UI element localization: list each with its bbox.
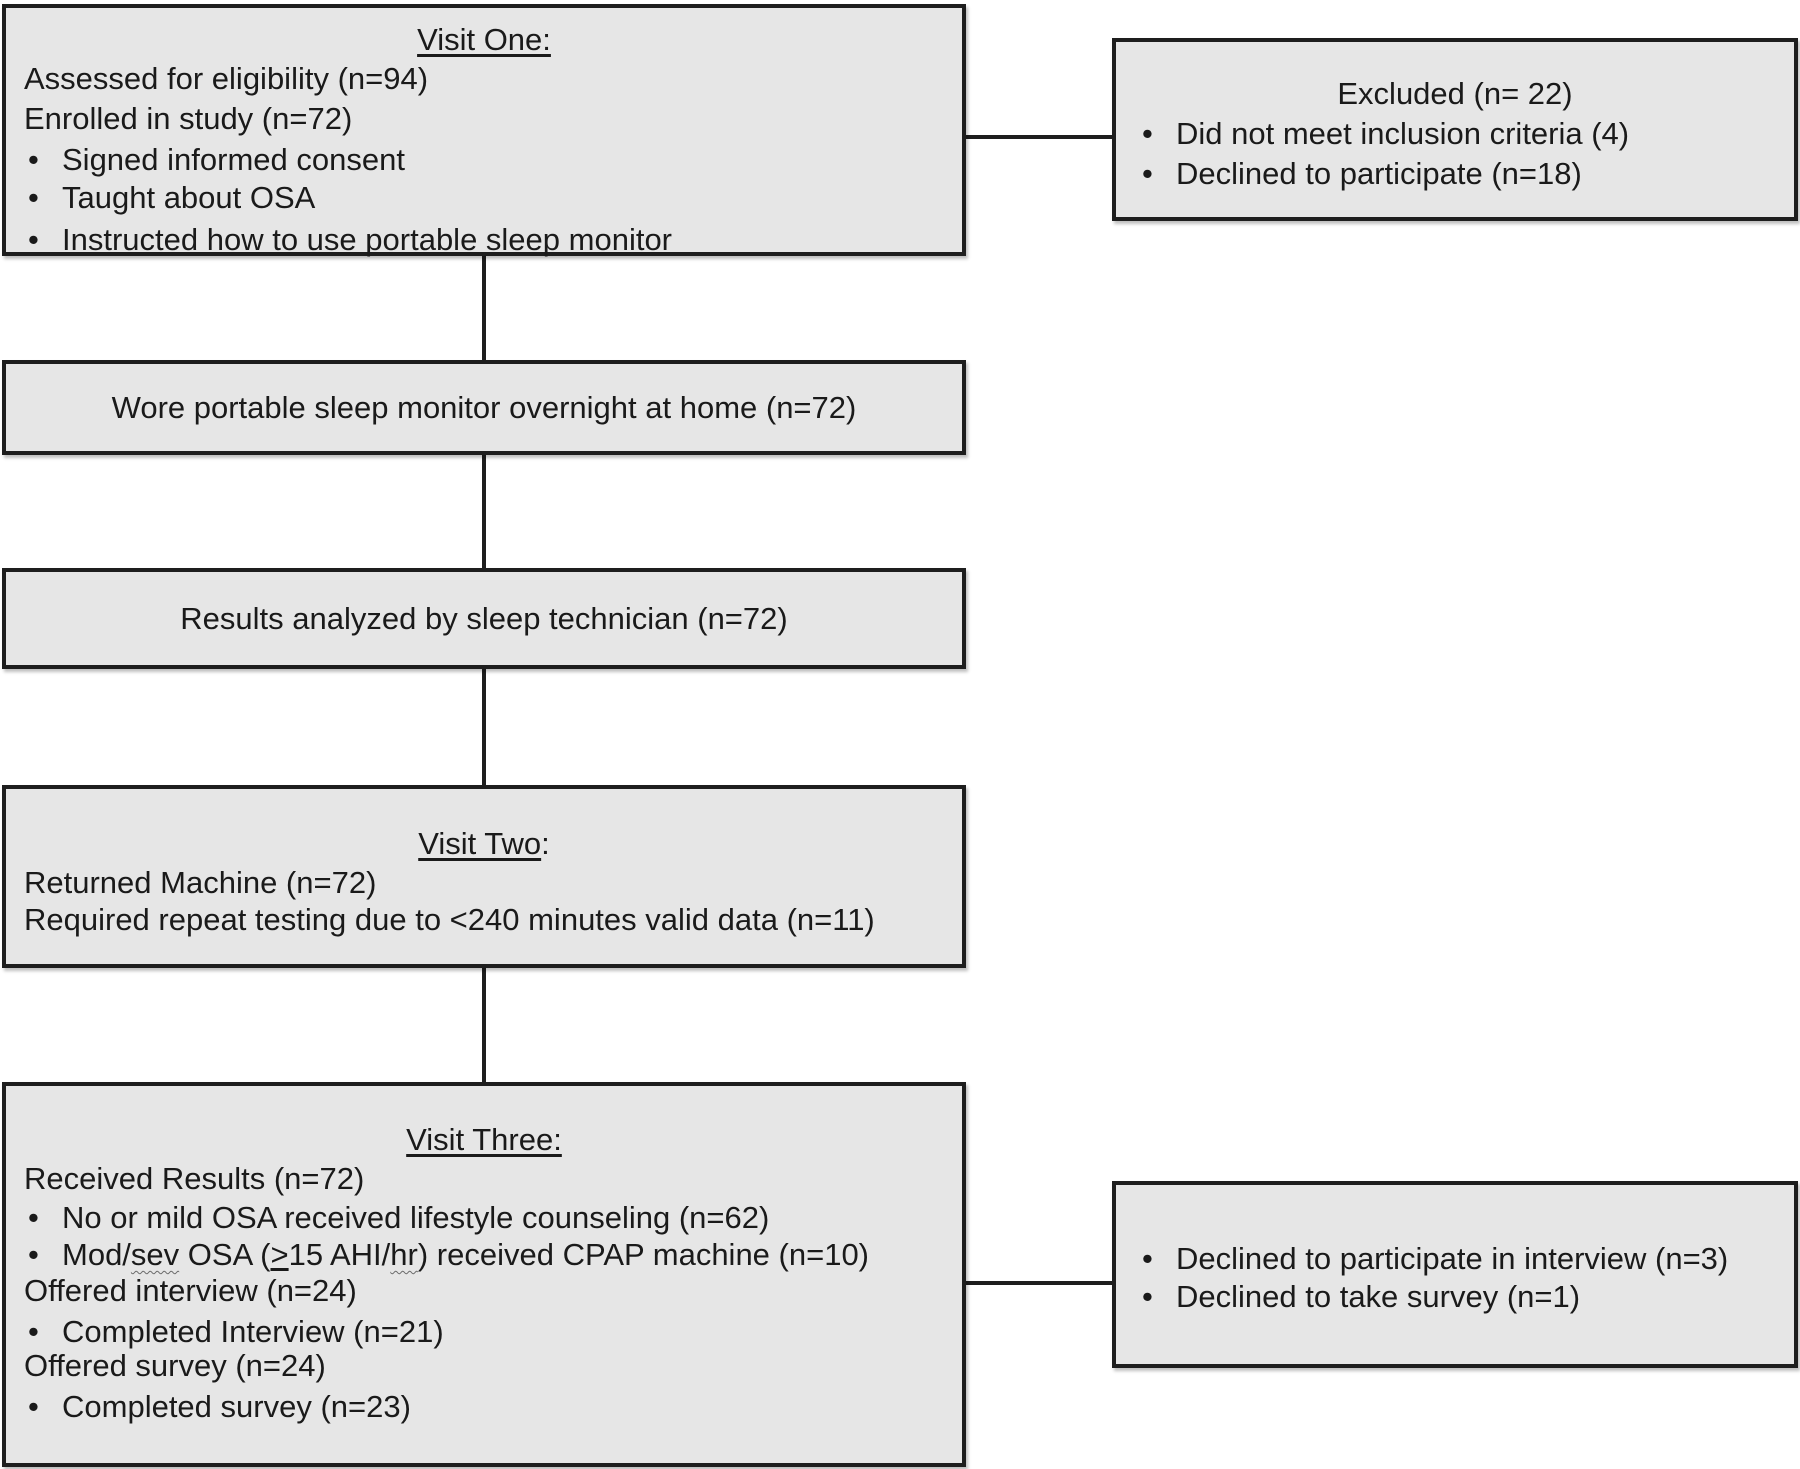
analysis-step-box: Results analyzed by sleep technician (n=…: [2, 568, 966, 669]
excluded-bullet: Did not meet inclusion criteria (4): [1138, 114, 1794, 153]
visit-two-heading-row: Visit Two:: [6, 824, 962, 863]
connector-monitor-to-analysis: [482, 453, 486, 570]
visit-one-assessed: Assessed for eligibility (n=94): [24, 61, 429, 96]
cpap-text-part: 15 AHI/: [288, 1237, 391, 1272]
visit-three-bullet-completed-survey: Completed survey (n=23): [24, 1387, 962, 1426]
visit-one-bullet: Taught about OSA: [24, 178, 962, 217]
visit-three-box: Visit Three: Received Results (n=72) No …: [2, 1082, 966, 1467]
visit-one-bullet: Signed informed consent: [24, 140, 962, 179]
visit-two-returned: Returned Machine (n=72): [24, 865, 377, 900]
excluded-heading: Excluded (n= 22): [1337, 76, 1573, 111]
declined-bullet: Declined to take survey (n=1): [1138, 1277, 1794, 1316]
visit-one-heading: Visit One:: [417, 22, 551, 57]
visit-two-repeat: Required repeat testing due to <240 minu…: [24, 902, 875, 937]
excluded-box: Excluded (n= 22) Did not meet inclusion …: [1112, 38, 1798, 221]
monitor-step-box: Wore portable sleep monitor overnight at…: [2, 360, 966, 455]
cpap-text-part: sev: [130, 1237, 180, 1272]
connector-visit-three-to-declined: [962, 1281, 1112, 1285]
visit-three-interview-bullets: Completed Interview (n=21): [24, 1312, 962, 1351]
excluded-bullets: Did not meet inclusion criteria (4) Decl…: [1138, 114, 1794, 193]
visit-one-box: Visit One: Assessed for eligibility (n=9…: [2, 4, 966, 259]
visit-two-heading: Visit Two: [418, 826, 542, 861]
declined-bullets: Declined to participate in interview (n=…: [1138, 1239, 1794, 1316]
connector-analysis-to-visit-two: [482, 667, 486, 787]
visit-three-results-bullets: No or mild OSA received lifestyle counse…: [24, 1198, 962, 1274]
visit-three-survey-bullets: Completed survey (n=23): [24, 1387, 962, 1426]
cpap-text-part: hr: [390, 1237, 418, 1272]
visit-one-bullet: Instructed how to use portable sleep mon…: [24, 220, 962, 259]
cpap-text-part: ) received CPAP machine (n=10): [417, 1237, 870, 1272]
visit-three-offered-interview: Offered interview (n=24): [24, 1273, 357, 1308]
connector-visit-one-to-excluded: [962, 135, 1112, 139]
monitor-step-text: Wore portable sleep monitor overnight at…: [111, 390, 857, 425]
declined-bullet: Declined to participate in interview (n=…: [1138, 1239, 1794, 1278]
visit-two-heading-colon: :: [541, 826, 550, 861]
visit-one-bullets: Signed informed consent Taught about OSA…: [24, 140, 962, 259]
cpap-text-part: >: [270, 1237, 289, 1272]
connector-visit-one-to-monitor: [482, 254, 486, 362]
declined-box: Declined to participate in interview (n=…: [1112, 1181, 1798, 1368]
cpap-text-part: Mod/: [62, 1237, 131, 1272]
visit-three-received: Received Results (n=72): [24, 1161, 365, 1196]
excluded-bullet: Declined to participate (n=18): [1138, 154, 1794, 193]
connector-visit-two-to-visit-three: [482, 966, 486, 1084]
visit-three-bullet-completed-interview: Completed Interview (n=21): [24, 1312, 962, 1351]
analysis-step-text: Results analyzed by sleep technician (n=…: [180, 601, 788, 636]
visit-three-heading: Visit Three:: [406, 1122, 562, 1157]
visit-two-box: Visit Two: Returned Machine (n=72) Requi…: [2, 785, 966, 968]
visit-three-bullet-lifestyle: No or mild OSA received lifestyle counse…: [24, 1198, 962, 1237]
cpap-text-part: OSA (: [179, 1237, 271, 1272]
visit-three-offered-survey: Offered survey (n=24): [24, 1348, 326, 1383]
visit-one-enrolled: Enrolled in study (n=72): [24, 101, 353, 136]
visit-three-bullet-cpap: Mod/sev OSA (>15 AHI/hr) received CPAP m…: [24, 1235, 962, 1274]
